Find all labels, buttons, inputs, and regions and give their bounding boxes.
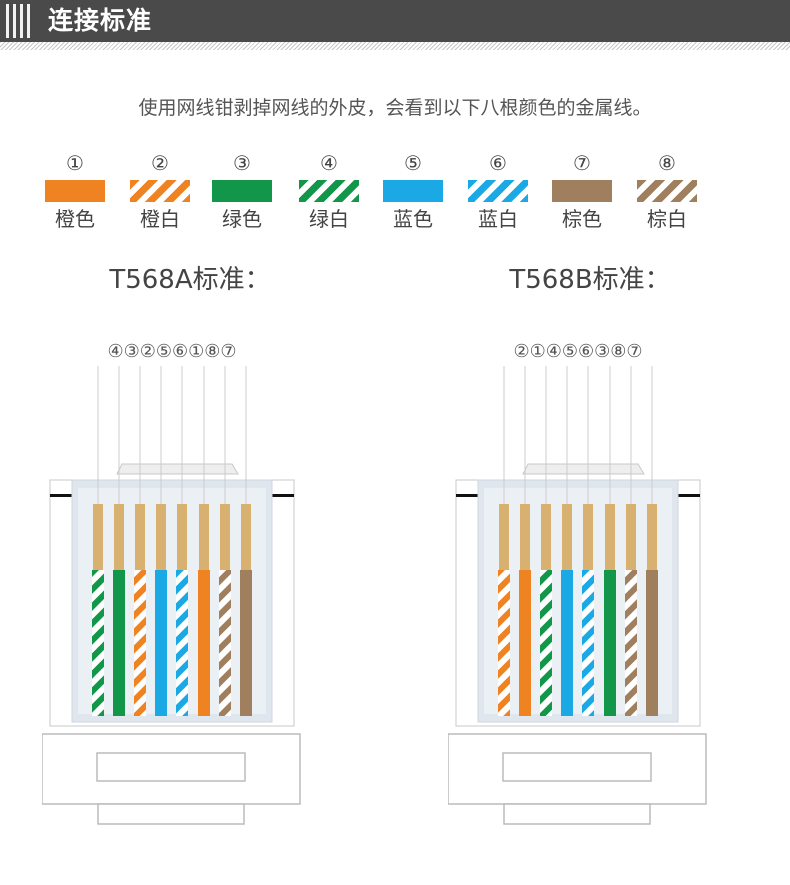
pin-order-label: ④③②⑤⑥①⑧⑦	[107, 341, 236, 362]
connector-top-latch	[522, 463, 645, 475]
t568b-title: T568B标准：	[509, 265, 671, 295]
copper-contact	[177, 504, 187, 570]
connector-edge-right	[272, 494, 294, 497]
legend-item: ⑦ 棕色	[542, 150, 622, 234]
legend-item: ① 橙色	[35, 150, 115, 234]
wire-insulation-striped	[582, 570, 594, 716]
connector-top-latch	[116, 463, 239, 475]
legend-color-swatch	[383, 180, 443, 202]
t568a-connector-diagram: ④③②⑤⑥①⑧⑦	[41, 330, 302, 840]
legend-color-swatch	[637, 180, 697, 202]
copper-contact	[93, 504, 103, 570]
wire-insulation-striped	[540, 570, 552, 716]
legend-number: ⑥	[489, 151, 507, 175]
header-hatch-divider	[0, 42, 790, 50]
legend-label: 棕白	[647, 207, 687, 231]
legend-label: 蓝白	[478, 207, 518, 231]
connector-edge-right	[678, 494, 700, 497]
connector-cable-stub	[503, 803, 651, 825]
connector-svg: ④③②⑤⑥①⑧⑦	[41, 341, 301, 825]
wire-insulation-solid	[604, 570, 616, 716]
legend-number: ①	[66, 151, 84, 175]
section-header: 连接标准	[0, 0, 790, 42]
connector-inner-panel	[484, 488, 672, 714]
copper-contact	[241, 504, 251, 570]
connector-boot	[41, 733, 301, 805]
legend-label: 橙白	[140, 207, 180, 231]
legend-color-swatch	[552, 180, 612, 202]
intro-text: 使用网线钳剥掉网线的外皮，会看到以下八根颜色的金属线。	[138, 97, 652, 119]
t568a-title: T568A标准：	[109, 265, 271, 295]
legend-item: ⑧ 棕白	[627, 150, 707, 234]
copper-contact	[562, 504, 572, 570]
connector-cable-stub	[97, 803, 245, 825]
connector-boot-window	[502, 752, 652, 782]
legend-number: ④	[320, 151, 338, 175]
copper-contact	[499, 504, 509, 570]
wire-insulation-striped	[498, 570, 510, 716]
legend-label: 绿白	[309, 207, 349, 231]
copper-contact	[626, 504, 636, 570]
legend-item: ③ 绿色	[202, 150, 282, 234]
legend-item: ⑤ 蓝色	[373, 150, 453, 234]
legend-color-swatch	[299, 180, 359, 202]
legend-number: ⑤	[404, 151, 422, 175]
copper-contact	[520, 504, 530, 570]
copper-contact	[114, 504, 124, 570]
legend-color-swatch	[468, 180, 528, 202]
wire-insulation-solid	[155, 570, 167, 716]
legend-label: 绿色	[222, 207, 262, 231]
legend-color-swatch	[45, 180, 105, 202]
t568b-connector-diagram: ②①④⑤⑥③⑧⑦	[447, 330, 708, 840]
connector-edge-left	[456, 494, 478, 497]
connector-edge-left	[50, 494, 72, 497]
legend-number: ②	[151, 151, 169, 175]
legend-number: ⑧	[658, 151, 676, 175]
wire-insulation-solid	[113, 570, 125, 716]
legend-label: 棕色	[562, 207, 602, 231]
connector-svg: ②①④⑤⑥③⑧⑦	[447, 341, 707, 825]
pin-order-label: ②①④⑤⑥③⑧⑦	[513, 341, 642, 362]
legend-number: ⑦	[573, 151, 591, 175]
legend-number: ③	[233, 151, 251, 175]
copper-contact	[135, 504, 145, 570]
legend-item: ④ 绿白	[289, 150, 369, 234]
wire-insulation-solid	[198, 570, 210, 716]
wire-insulation-striped	[134, 570, 146, 716]
legend-color-swatch	[212, 180, 272, 202]
legend-item: ② 橙白	[120, 150, 200, 234]
wire-insulation-striped	[625, 570, 637, 716]
legend-label: 蓝色	[393, 207, 433, 231]
connector-boot-window	[96, 752, 246, 782]
wire-insulation-solid	[646, 570, 658, 716]
wire-insulation-striped	[176, 570, 188, 716]
legend-item: ⑥ 蓝白	[458, 150, 538, 234]
legend-label: 橙色	[55, 207, 95, 231]
connector-inner-panel	[78, 488, 266, 714]
wire-insulation-striped	[219, 570, 231, 716]
wire-insulation-striped	[92, 570, 104, 716]
copper-contact	[156, 504, 166, 570]
wire-insulation-solid	[561, 570, 573, 716]
copper-contact	[220, 504, 230, 570]
legend-color-swatch	[130, 180, 190, 202]
copper-contact	[647, 504, 657, 570]
copper-contact	[583, 504, 593, 570]
wire-insulation-solid	[240, 570, 252, 716]
copper-contact	[541, 504, 551, 570]
section-title: 连接标准	[48, 6, 153, 35]
wire-insulation-solid	[519, 570, 531, 716]
copper-contact	[605, 504, 615, 570]
copper-contact	[199, 504, 209, 570]
